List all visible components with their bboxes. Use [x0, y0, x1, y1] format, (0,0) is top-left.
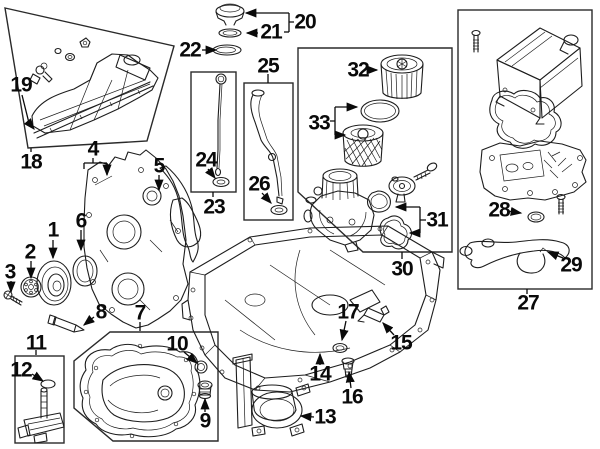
pulley-bolt-drawing [3, 290, 23, 306]
callout-22[interactable]: 22 [179, 38, 201, 62]
callout-18[interactable]: 18 [20, 150, 42, 174]
callout-24[interactable]: 24 [195, 148, 217, 172]
cooler-bolt-drawing [471, 29, 481, 53]
oil-level-sensor-drawing [17, 387, 65, 444]
baffle-bracket-drawing [232, 353, 311, 437]
pulley-hub-drawing [20, 276, 42, 298]
callout-3[interactable]: 3 [4, 260, 17, 284]
sealant-tube-15-drawing [357, 305, 390, 323]
callout-23[interactable]: 23 [203, 195, 225, 219]
callout-1[interactable]: 1 [47, 218, 60, 242]
thermostat-flange-drawing [388, 176, 416, 203]
housing-bolt-drawing [413, 162, 438, 181]
housing-bolt-2-drawing [556, 193, 566, 215]
callout-29[interactable]: 29 [560, 253, 582, 277]
callout-16[interactable]: 16 [341, 385, 363, 409]
callout-19[interactable]: 19 [10, 73, 32, 97]
dipstick-tube-drawing [250, 89, 288, 216]
group-box-oil-filter-housing [297, 47, 453, 253]
callout-2[interactable]: 2 [24, 240, 37, 264]
drain-plug-drawing [197, 380, 213, 400]
housing-gasket-round-drawing [379, 215, 413, 250]
cooler-seal-small-drawing [527, 211, 545, 223]
callout-32[interactable]: 32 [347, 58, 369, 82]
callout-4[interactable]: 4 [87, 137, 100, 161]
callout-27[interactable]: 27 [517, 291, 539, 315]
leader-lines [6, 8, 564, 422]
crankshaft-seal-drawing [72, 255, 98, 287]
cap-seal-drawing [218, 28, 242, 38]
oil-filler-cap-drawing [215, 3, 245, 26]
sensor-oring-drawing [40, 379, 56, 389]
cooler-gasket-large-drawing [459, 238, 570, 274]
group-box-oil-cooler [457, 9, 593, 290]
lower-oil-pan-drawing [79, 343, 201, 439]
group-box-dipstick [190, 71, 237, 193]
callout-20[interactable]: 20 [294, 10, 316, 34]
callout-26[interactable]: 26 [248, 172, 270, 196]
callout-13[interactable]: 13 [314, 405, 336, 429]
callout-21[interactable]: 21 [260, 20, 282, 44]
callout-33[interactable]: 33 [308, 111, 330, 135]
timing-cover-gasket-drawing [159, 165, 202, 263]
timing-cover-drawing [83, 149, 189, 329]
oil-cooler-drawing [495, 27, 583, 125]
plug-seal-17-drawing [332, 342, 348, 354]
cap-ring-drawing [212, 44, 242, 56]
cooler-housing-drawing [479, 140, 587, 201]
callout-14[interactable]: 14 [309, 362, 331, 386]
group-box-valve-cover [4, 7, 175, 149]
dipstick-drawing [212, 73, 230, 188]
cooler-seal-drawing [489, 89, 562, 149]
callout-10[interactable]: 10 [166, 332, 188, 356]
callout-25[interactable]: 25 [257, 54, 279, 78]
valve-cover-drawing [29, 37, 159, 139]
sealant-tube-8-drawing [47, 314, 85, 333]
oil-filter-element-drawing [342, 124, 384, 167]
callout-7[interactable]: 7 [134, 301, 147, 325]
callout-11[interactable]: 11 [25, 331, 47, 355]
callout-9[interactable]: 9 [199, 409, 212, 433]
callout-6[interactable]: 6 [75, 209, 88, 233]
filter-oring-drawing [360, 99, 400, 123]
drain-plug-washer-drawing [194, 360, 208, 374]
callout-28[interactable]: 28 [488, 198, 510, 222]
upper-oil-pan-drawing [181, 225, 445, 393]
filter-housing-body-drawing [303, 168, 375, 253]
housing-gasket-small-drawing [366, 190, 391, 213]
callout-15[interactable]: 15 [390, 331, 412, 355]
group-box-lower-pan [73, 331, 219, 442]
callout-17[interactable]: 17 [337, 300, 359, 324]
callout-31[interactable]: 31 [426, 208, 448, 232]
callout-5[interactable]: 5 [153, 154, 166, 178]
callout-8[interactable]: 8 [95, 300, 108, 324]
callout-30[interactable]: 30 [391, 257, 413, 281]
callout-12[interactable]: 12 [10, 358, 32, 382]
oil-filter-cap-drawing [380, 54, 424, 100]
group-box-level-sensor [14, 355, 65, 444]
crankshaft-pulley-drawing [36, 260, 72, 306]
